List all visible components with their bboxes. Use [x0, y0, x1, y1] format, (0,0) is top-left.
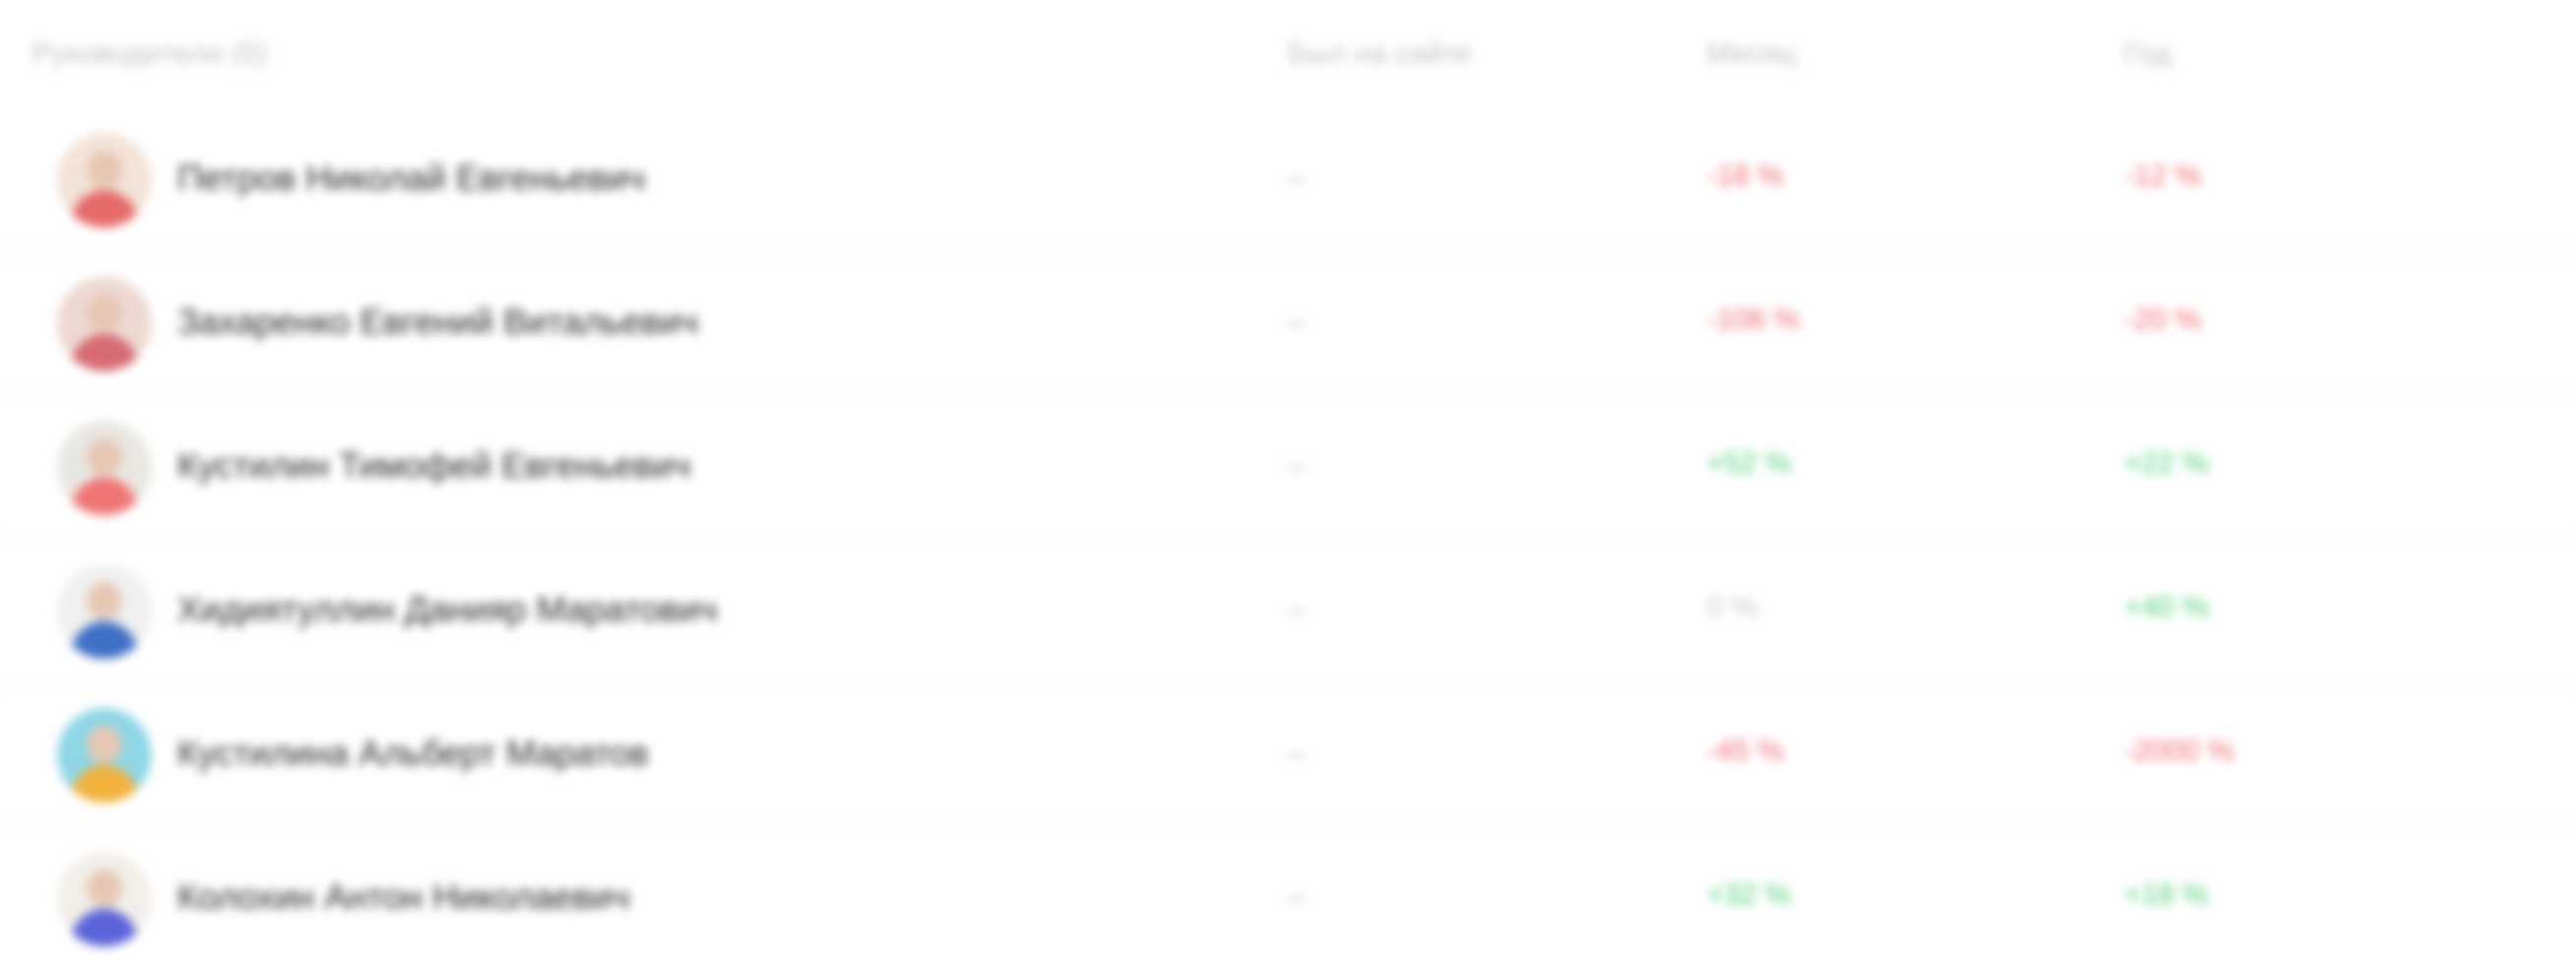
- avatar: [57, 852, 152, 946]
- year-change: +40 %: [2124, 591, 2209, 623]
- month-change: +52 %: [1707, 447, 1791, 480]
- table-row[interactable]: Кустилин Тимофей Евгеньевич – +52 % +22 …: [0, 396, 2576, 540]
- last-activity: –: [1288, 303, 1306, 339]
- last-activity: –: [1288, 735, 1306, 770]
- last-activity: –: [1288, 160, 1306, 195]
- table-header: Руководители (6) Был на сайте Месяц Год: [0, 0, 2576, 108]
- avatar: [57, 564, 152, 659]
- person-name[interactable]: Захаренко Евгений Витальевич: [177, 301, 699, 342]
- last-activity: –: [1288, 447, 1306, 483]
- header-month: Месяц: [1707, 37, 1796, 70]
- table-row[interactable]: Хидиятуллин Данияр Маратович – 0 % +40 %: [0, 540, 2576, 683]
- table-row[interactable]: Колохин Антон Николаевич – +32 % +18 %: [0, 827, 2576, 969]
- person-name[interactable]: Колохин Антон Николаевич: [177, 876, 630, 917]
- year-change: +18 %: [2124, 878, 2209, 911]
- month-change: -106 %: [1707, 303, 1801, 336]
- avatar: [57, 277, 152, 371]
- table-row[interactable]: Кустилина Альберт Маратов – -45 % -2000 …: [0, 683, 2576, 827]
- table-row[interactable]: Захаренко Евгений Витальевич – -106 % -2…: [0, 252, 2576, 396]
- header-name: Руководители (6): [32, 37, 268, 70]
- year-change: -20 %: [2124, 303, 2202, 336]
- person-name[interactable]: Петров Николай Евгеньевич: [177, 158, 646, 198]
- table-row[interactable]: Петров Николай Евгеньевич – -18 % -12 %: [0, 108, 2576, 252]
- year-change: -12 %: [2124, 160, 2202, 192]
- month-change: -45 %: [1707, 735, 1784, 767]
- person-name[interactable]: Кустилин Тимофей Евгеньевич: [177, 445, 691, 485]
- month-change: 0 %: [1707, 591, 1758, 623]
- month-change: -18 %: [1707, 160, 1784, 192]
- header-last-activity: Был на сайте: [1288, 37, 1473, 70]
- year-change: -2000 %: [2124, 735, 2234, 767]
- person-name[interactable]: Хидиятуллин Данияр Маратович: [177, 589, 718, 629]
- person-name[interactable]: Кустилина Альберт Маратов: [177, 733, 649, 773]
- table-body: Петров Николай Евгеньевич – -18 % -12 % …: [0, 108, 2576, 969]
- month-change: +32 %: [1707, 878, 1791, 911]
- last-activity: –: [1288, 878, 1306, 914]
- last-activity: –: [1288, 591, 1306, 626]
- avatar: [57, 708, 152, 803]
- avatar: [57, 133, 152, 227]
- year-change: +22 %: [2124, 447, 2209, 480]
- header-year: Год: [2124, 37, 2171, 70]
- avatar: [57, 420, 152, 515]
